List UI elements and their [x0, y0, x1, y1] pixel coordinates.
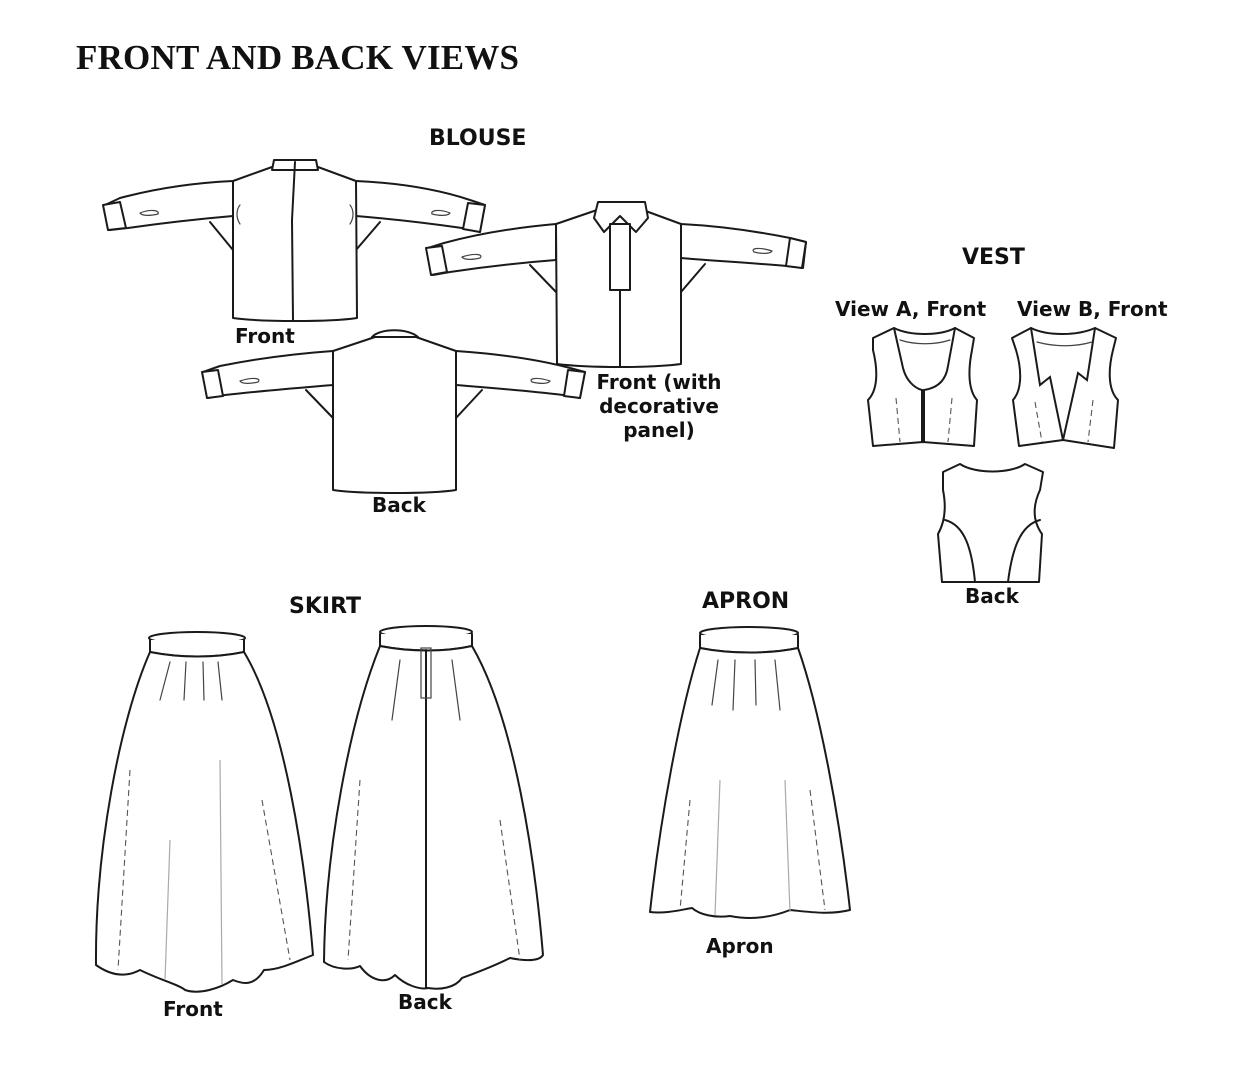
vest-view-b-label: View B, Front: [1017, 297, 1168, 321]
blouse-panel-label-line-2: decorative: [599, 394, 719, 418]
blouse-front-label: Front: [235, 324, 295, 348]
blouse-back-label: Back: [372, 493, 426, 517]
apron-label: Apron: [706, 934, 774, 958]
blouse-heading: BLOUSE: [429, 126, 527, 151]
page-title: FRONT AND BACK VIEWS: [76, 38, 520, 77]
vest-back-illustration: [937, 463, 1044, 583]
blouse-back-illustration: [201, 329, 586, 494]
skirt-heading: SKIRT: [289, 594, 362, 619]
blouse-panel-label-line-3: panel): [623, 418, 695, 442]
vest-view-a-label: View A, Front: [835, 297, 987, 321]
skirt-back-illustration: [323, 625, 544, 990]
skirt-back-label: Back: [398, 990, 452, 1014]
blouse-panel-front-illustration: [425, 201, 807, 368]
vest-view-a-illustration: [867, 327, 978, 447]
blouse-panel-front-label: Front (with decorative panel): [596, 370, 722, 442]
apron-illustration: [649, 626, 851, 919]
skirt-front-label: Front: [163, 997, 223, 1021]
vest-back-label: Back: [965, 584, 1019, 608]
blouse-front-illustration: [102, 159, 486, 322]
vest-view-b-illustration: [1011, 327, 1119, 449]
blouse-panel-label-line-1: Front (with: [596, 370, 722, 394]
skirt-front-illustration: [94, 631, 314, 993]
vest-heading: VEST: [962, 245, 1025, 270]
apron-heading: APRON: [702, 589, 790, 614]
